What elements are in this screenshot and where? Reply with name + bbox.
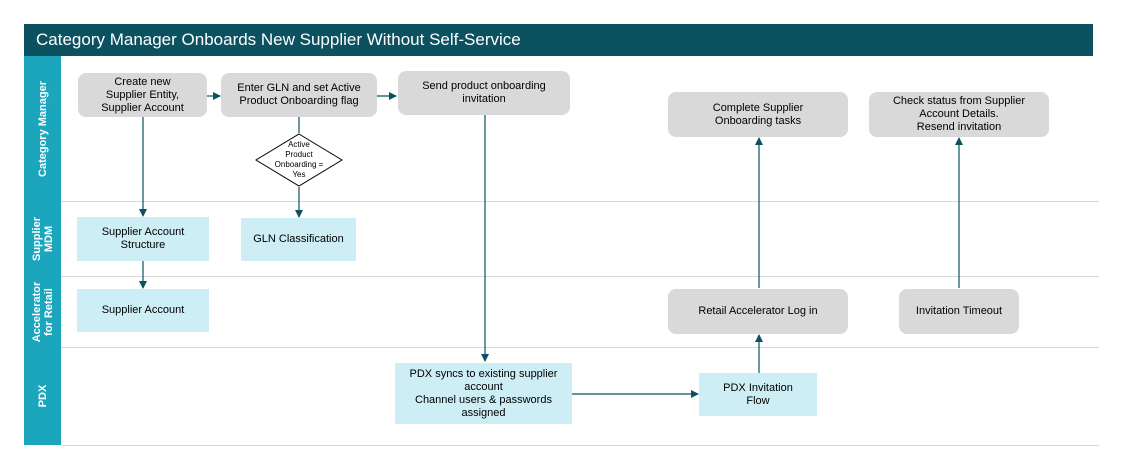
node-supplier-account: Supplier Account [77, 289, 209, 332]
node-complete-tasks: Complete Supplier Onboarding tasks [668, 92, 848, 137]
node-account-structure: Supplier Account Structure [77, 217, 209, 261]
lane-pdx: PDX [24, 347, 61, 445]
node-enter-gln: Enter GLN and set Active Product Onboard… [221, 73, 377, 117]
lane-divider [61, 347, 1099, 348]
node-retail-login: Retail Accelerator Log in [668, 289, 848, 334]
node-invitation-timeout: Invitation Timeout [899, 289, 1019, 334]
decision-diamond [255, 133, 343, 187]
lane-divider [61, 201, 1099, 202]
lane-divider [61, 276, 1099, 277]
diagram-title: Category Manager Onboards New Supplier W… [24, 24, 1093, 56]
node-pdx-flow: PDX Invitation Flow [699, 373, 817, 416]
decision-label: Active Product Onboarding = Yes [274, 140, 324, 179]
node-gln-classification: GLN Classification [241, 218, 356, 261]
lane-category-manager: Category Manager [24, 56, 61, 202]
node-send-invitation: Send product onboarding invitation [398, 71, 570, 115]
lane-supplier-mdm: Supplier MDM [24, 202, 61, 276]
lane-accelerator: Accelerator for Retail [24, 276, 61, 347]
lane-divider [61, 445, 1099, 446]
node-create-supplier: Create new Supplier Entity, Supplier Acc… [78, 73, 207, 117]
node-pdx-sync: PDX syncs to existing supplier account C… [395, 363, 572, 424]
node-check-status: Check status from Supplier Account Detai… [869, 92, 1049, 137]
